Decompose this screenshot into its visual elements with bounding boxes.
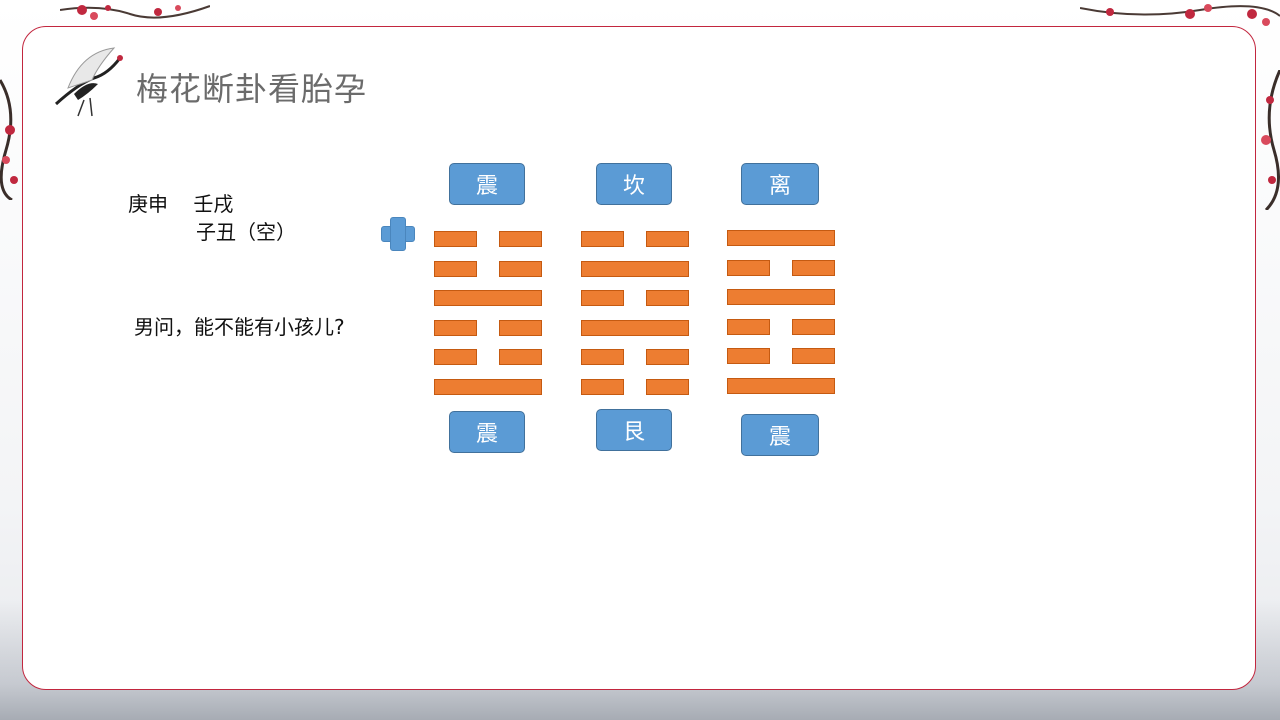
yin-line-segment bbox=[646, 231, 689, 247]
trigram-label-bottom: 震 bbox=[449, 411, 525, 453]
yang-line-segment bbox=[727, 289, 835, 305]
yang-line-segment bbox=[434, 290, 542, 306]
yin-line-segment bbox=[727, 319, 770, 335]
yin-line-segment bbox=[646, 290, 689, 306]
trigram-label-top: 坎 bbox=[596, 163, 672, 205]
yin-line-segment bbox=[646, 349, 689, 365]
plus-icon-vertical bbox=[390, 217, 406, 251]
yin-line-segment bbox=[727, 260, 770, 276]
yin-line bbox=[581, 379, 689, 395]
yin-line bbox=[581, 231, 689, 247]
yang-line bbox=[727, 289, 835, 305]
yin-line-segment bbox=[581, 379, 624, 395]
yin-line-segment bbox=[581, 349, 624, 365]
yang-line-segment bbox=[581, 261, 689, 277]
plus-icon bbox=[381, 217, 415, 251]
yin-line-segment bbox=[499, 231, 542, 247]
yin-line bbox=[727, 348, 835, 364]
yin-line-segment bbox=[646, 379, 689, 395]
yin-line bbox=[434, 320, 542, 336]
yin-line-segment bbox=[792, 260, 835, 276]
yang-line bbox=[581, 261, 689, 277]
trigram-label-bottom: 震 bbox=[741, 414, 819, 456]
plum-blossom-decoration bbox=[1080, 4, 1280, 26]
yang-line-segment bbox=[727, 230, 835, 246]
yang-line-segment bbox=[434, 379, 542, 395]
yang-line bbox=[581, 320, 689, 336]
plum-blossom-decoration bbox=[1261, 70, 1280, 210]
hexagram bbox=[727, 230, 835, 394]
yin-line bbox=[434, 261, 542, 277]
yang-line bbox=[434, 290, 542, 306]
yin-line-segment bbox=[499, 320, 542, 336]
yin-line-segment bbox=[581, 290, 624, 306]
trigram-label-top: 离 bbox=[741, 163, 819, 205]
trigram-label-top: 震 bbox=[449, 163, 525, 205]
yang-line bbox=[727, 230, 835, 246]
yin-line-segment bbox=[499, 261, 542, 277]
yin-line-segment bbox=[792, 319, 835, 335]
yin-line-segment bbox=[792, 348, 835, 364]
yin-line-segment bbox=[434, 261, 477, 277]
yin-line bbox=[581, 290, 689, 306]
yin-line-segment bbox=[434, 231, 477, 247]
yin-line-segment bbox=[727, 348, 770, 364]
yin-line bbox=[727, 319, 835, 335]
yin-line-segment bbox=[581, 231, 624, 247]
yang-line bbox=[727, 378, 835, 394]
yin-line bbox=[434, 231, 542, 247]
info-line-2: 子丑（空） bbox=[196, 220, 296, 244]
page-title: 梅花断卦看胎孕 bbox=[136, 70, 368, 108]
yin-line-segment bbox=[499, 349, 542, 365]
plum-blossom-decoration bbox=[60, 5, 210, 20]
yin-line-segment bbox=[434, 320, 477, 336]
plum-blossom-decoration bbox=[0, 79, 18, 200]
slide-frame bbox=[22, 26, 1256, 690]
question-text: 男问，能不能有小孩儿? bbox=[134, 315, 345, 339]
yang-line-segment bbox=[727, 378, 835, 394]
yin-line bbox=[434, 349, 542, 365]
yin-line-segment bbox=[434, 349, 477, 365]
hexagram bbox=[581, 231, 689, 395]
yin-line bbox=[581, 349, 689, 365]
crane-logo-icon bbox=[54, 47, 123, 117]
hexagram bbox=[434, 231, 542, 395]
yang-line bbox=[434, 379, 542, 395]
yang-line-segment bbox=[581, 320, 689, 336]
info-line-1: 庚申 壬戌 bbox=[128, 192, 234, 216]
trigram-label-bottom: 艮 bbox=[596, 409, 672, 451]
yin-line bbox=[727, 260, 835, 276]
